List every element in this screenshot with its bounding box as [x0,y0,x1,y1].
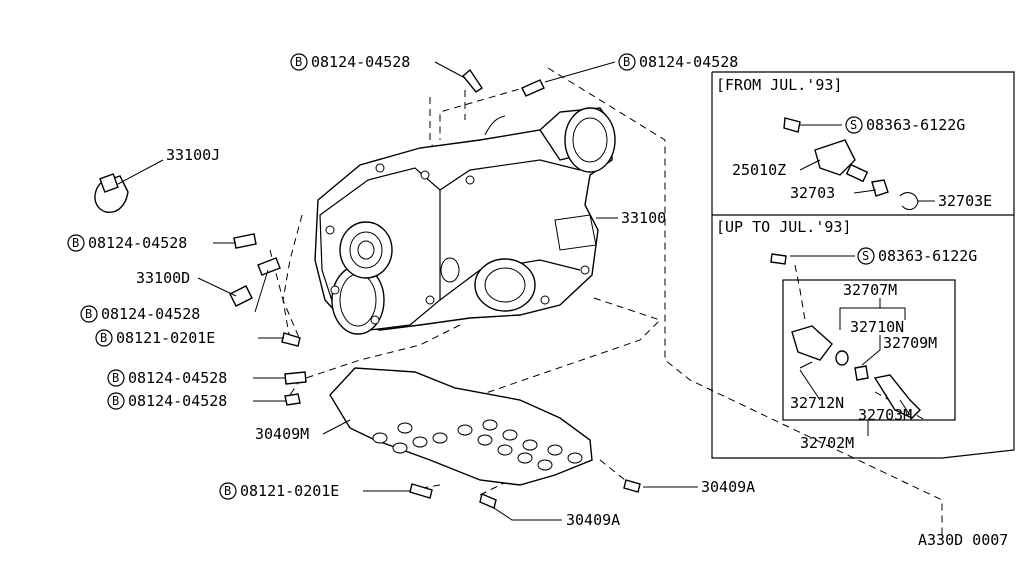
marker-b: B [623,55,630,69]
label-bolt-cover-bottom: 30409A [566,511,620,529]
label-bolt-left-5: 08124-04528 [128,392,227,410]
marker-s: S [850,118,857,132]
part-labels: 08124-04528 08124-04528 33100J 08124-045… [88,53,1008,549]
marker-b: B [72,236,79,250]
label-upto-03m: 32703M [858,406,912,424]
label-upto-02m: 32702M [800,434,854,452]
label-upto-header: [UP TO JUL.'93] [716,218,851,236]
label-from-sensor: 25010Z [732,161,786,179]
label-from-clip: 32703E [938,192,992,210]
label-from-header: [FROM JUL.'93] [716,76,842,94]
label-upto-screw: 08363-6122G [878,247,977,265]
label-clip: 33100J [166,146,220,164]
marker-b: B [224,484,231,498]
label-bolt-bottom: 08121-0201E [240,482,339,500]
marker-b: B [100,331,107,345]
label-bolt-left-1: 08124-04528 [88,234,187,252]
label-cover: 30409M [255,425,309,443]
marker-b: B [85,307,92,321]
marker-circles: B B B B B B B B S S [67,53,875,500]
label-bolt-left-3: 08121-0201E [116,329,215,347]
label-transfer: 33100 [621,209,666,227]
pin-part [229,285,253,307]
label-from-oring: 32703 [790,184,835,202]
cover-plate [329,367,593,486]
from-parts [783,117,919,210]
transfer-case [314,107,616,335]
label-bolt-cover-right: 30409A [701,478,755,496]
marker-b: B [112,371,119,385]
leader-lines [117,61,935,521]
marker-b: B [112,394,119,408]
label-upto-m: 32707M [843,281,897,299]
label-bolt-top-right: 08124-04528 [639,53,738,71]
label-upto-9m: 32709M [883,334,937,352]
label-bolt-left-2: 08124-04528 [101,305,200,323]
inset-panel [711,71,1015,459]
clip-part [94,173,129,213]
marker-s: S [862,249,869,263]
label-pin: 33100D [136,269,190,287]
label-upto-n: 32710N [850,318,904,336]
diagram-id: A330D 0007 [918,531,1008,549]
label-bolt-top-left: 08124-04528 [311,53,410,71]
upto-parts [770,253,921,419]
label-from-screw: 08363-6122G [866,116,965,134]
marker-b: B [295,55,302,69]
label-upto-12n: 32712N [790,394,844,412]
label-bolt-left-4: 08124-04528 [128,369,227,387]
